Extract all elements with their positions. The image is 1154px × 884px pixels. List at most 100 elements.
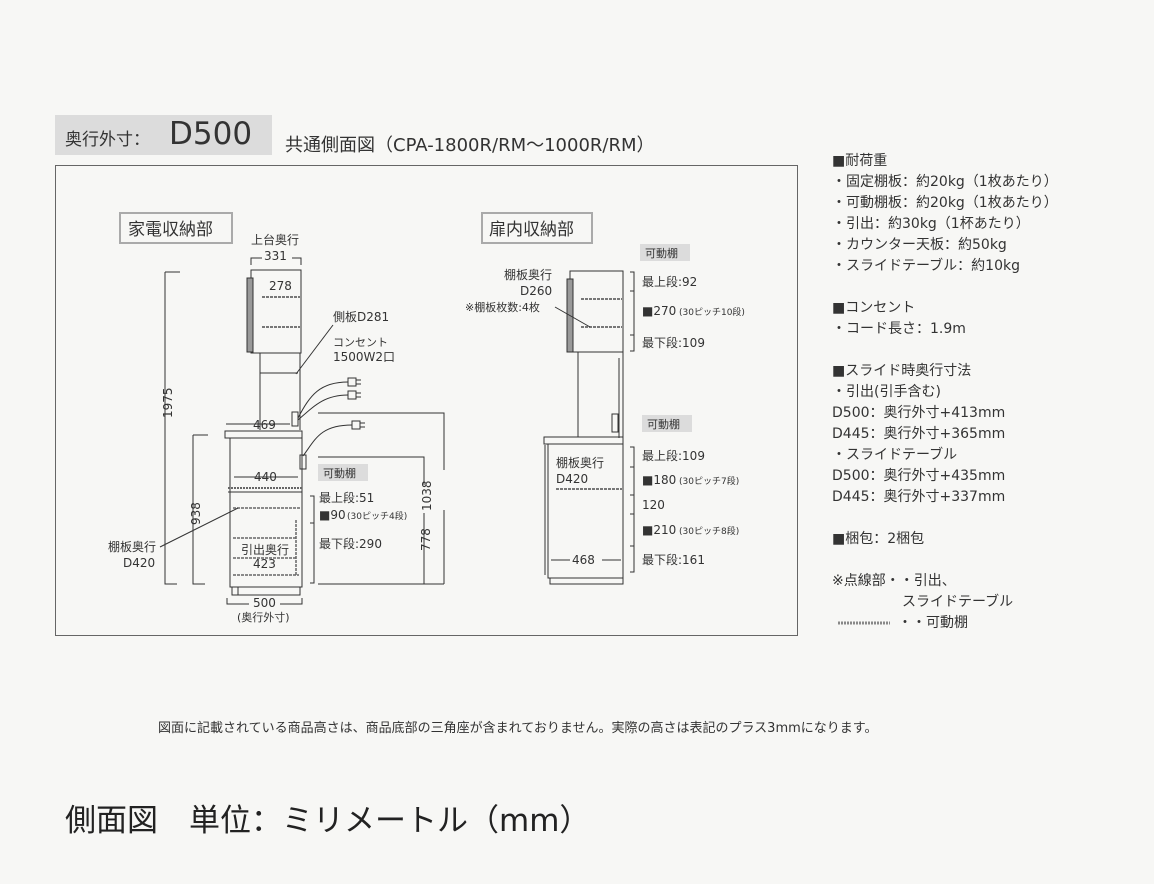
drawer-depth-label: 引出奥行 bbox=[241, 543, 289, 557]
drawing-line bbox=[233, 507, 300, 576]
drawing-line bbox=[318, 464, 368, 481]
right-lower-pitch2-note: (30ピッチ8段) bbox=[679, 525, 739, 537]
shelf-depth-label: 棚板奥行 bbox=[108, 539, 156, 554]
drawing-line bbox=[570, 552, 602, 566]
drawing-line bbox=[259, 353, 301, 430]
note-line: ・固定棚板：約20kg（1枚あたり） bbox=[832, 174, 1058, 190]
note-line: D500：奥行外寸+435mm bbox=[832, 468, 1006, 484]
left-title-box bbox=[119, 212, 233, 244]
drawing-line bbox=[226, 598, 303, 605]
drawing-line bbox=[630, 271, 635, 352]
dim-938: 938 bbox=[189, 502, 203, 525]
right-upper-top: 最上段:92 bbox=[642, 274, 697, 289]
note-line bbox=[832, 340, 1058, 361]
right-lower-pitch1: ■180 bbox=[642, 473, 676, 487]
drawing-line bbox=[419, 485, 429, 513]
depth-label: 奥行外寸： bbox=[65, 130, 150, 150]
drawing-line bbox=[544, 445, 624, 585]
right-movable-lower: 可動棚 bbox=[647, 417, 680, 431]
drawing-line bbox=[581, 298, 622, 328]
right-lower-shelf-label: 棚板奥行 bbox=[556, 455, 604, 470]
left-title: 家電収納部 bbox=[128, 220, 213, 240]
drawing-line bbox=[439, 470, 449, 510]
dim-1038: 1038 bbox=[420, 480, 434, 511]
drawing-line bbox=[192, 434, 208, 585]
note-line: D445：奥行外寸+337mm bbox=[832, 489, 1006, 505]
plug-icon bbox=[347, 377, 365, 430]
dim-778: 778 bbox=[419, 528, 433, 551]
drawing-line bbox=[640, 244, 690, 261]
right-lower-mid: 120 bbox=[642, 498, 665, 512]
dim-1975: 1975 bbox=[161, 387, 175, 418]
drawing-line bbox=[318, 412, 445, 585]
drawing-line bbox=[262, 296, 300, 328]
drawing-line bbox=[630, 446, 635, 573]
right-upper-cabinet bbox=[569, 270, 624, 353]
page-footer-title: 側面図 単位：ミリメートル（mm） bbox=[65, 803, 591, 839]
drawing-line bbox=[262, 250, 292, 262]
dim-331-text: 331 bbox=[264, 249, 287, 263]
right-title-box bbox=[481, 212, 593, 244]
depth-header: 奥行外寸： D500 bbox=[55, 115, 272, 155]
note-line: ・引出：約30kg（1杯あたり） bbox=[832, 216, 1030, 232]
right-shelf-depth-upper: D260 bbox=[520, 284, 552, 298]
power-cords bbox=[297, 381, 353, 457]
note-line: スライドテーブル bbox=[832, 594, 1014, 610]
note-line bbox=[832, 277, 1058, 298]
spec-notes: ■耐荷重 ・固定棚板：約20kg（1枚あたり） ・可動棚板：約20kg（1枚あた… bbox=[832, 151, 1058, 634]
left-counter bbox=[224, 430, 303, 439]
right-lower-top: 最上段:109 bbox=[642, 448, 705, 463]
right-upper-bottom: 最下段:109 bbox=[642, 335, 705, 350]
note-line bbox=[832, 550, 1058, 571]
note-line: ■コンセント bbox=[832, 300, 916, 316]
left-bottom-step: 最下段:290 bbox=[319, 536, 382, 551]
outlet-box bbox=[291, 411, 299, 427]
drawing-line bbox=[554, 306, 591, 328]
left-movable-label: 可動棚 bbox=[323, 466, 356, 480]
outer-depth-label: (奥行外寸) bbox=[237, 610, 290, 624]
note-line: ・スライドテーブル bbox=[832, 447, 958, 463]
left-top-step: 最上段:51 bbox=[319, 490, 374, 505]
note-line: D500：奥行外寸+413mm bbox=[832, 405, 1006, 421]
right-counter bbox=[543, 436, 624, 445]
dim-469: 469 bbox=[253, 418, 276, 432]
side-panel-label: 側板D281 bbox=[333, 310, 389, 324]
drawing-line bbox=[310, 495, 315, 584]
height-footnote: 図面に記載されている商品高さは、商品底部の三角座が含まれておりません。実際の高さ… bbox=[158, 721, 878, 736]
right-lower-pitch2: ■210 bbox=[642, 523, 676, 537]
diagram-subtitle: 共通側面図（CPA-1800R/RM〜1000R/RM） bbox=[285, 135, 655, 156]
note-line bbox=[832, 508, 1058, 529]
dim-278: 278 bbox=[269, 279, 292, 293]
note-line: ・コード長さ：1.9m bbox=[832, 321, 966, 337]
drawing-line bbox=[295, 324, 334, 375]
shelf-depth: D420 bbox=[123, 556, 155, 570]
note-line: D445：奥行外寸+365mm bbox=[832, 426, 1006, 442]
drawing-line bbox=[642, 415, 692, 432]
right-shelf-depth-lower: D420 bbox=[556, 472, 588, 486]
left-pitch: ■90 bbox=[319, 508, 346, 522]
outlet-spec: 1500W2口 bbox=[333, 350, 395, 364]
depth-value: D500 bbox=[169, 116, 253, 152]
dim-500: 500 bbox=[253, 596, 276, 610]
left-upper-door bbox=[246, 277, 254, 353]
note-line: ■梱包：2梱包 bbox=[832, 531, 925, 547]
dim-440: 440 bbox=[254, 470, 277, 484]
right-upper-pitch: ■270 bbox=[642, 304, 676, 318]
dim-1975-line bbox=[164, 271, 180, 585]
note-line: ・スライドテーブル：約10kg bbox=[832, 258, 1020, 274]
drawing-line bbox=[159, 507, 239, 548]
outlet-label: コンセント bbox=[333, 336, 388, 349]
note-line: ・引出(引手含む) bbox=[832, 384, 941, 400]
note-line: ■耐荷重 bbox=[832, 153, 888, 169]
right-lower-pitch1-note: (30ピッチ7段) bbox=[679, 475, 739, 487]
left-pitch-note: (30ピッチ4段) bbox=[347, 510, 407, 522]
drawing-line bbox=[299, 454, 307, 470]
diagram-frame bbox=[55, 165, 798, 636]
note-line: ・カウンター天板：約50kg bbox=[832, 237, 1007, 253]
note-line: ※点線部・・引出、 bbox=[832, 573, 956, 589]
dim-468: 468 bbox=[572, 553, 595, 567]
note-line: ・可動棚板：約20kg（1枚あたり） bbox=[832, 195, 1058, 211]
shelf-count: ※棚板枚数:4枚 bbox=[465, 300, 540, 314]
